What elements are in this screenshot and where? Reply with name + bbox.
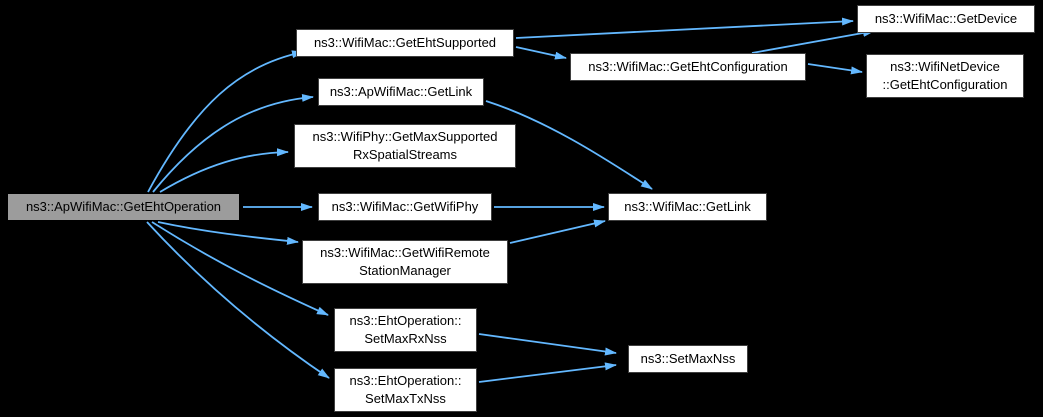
node-wifi-phy-get-max-supported-rx-spatial-streams[interactable]: ns3::WifiPhy::GetMaxSupported RxSpatialS… xyxy=(294,124,516,168)
edge-setMaxRxNss-to-setMaxNss xyxy=(478,333,617,356)
node-wifi-mac-get-eht-configuration[interactable]: ns3::WifiMac::GetEhtConfiguration xyxy=(570,53,806,81)
node-ap-wifi-mac-get-eht-operation[interactable]: ns3::ApWifiMac::GetEhtOperation xyxy=(7,193,240,221)
edge-getEhtOperation-to-getMaxSupportedRxSpatialStreams xyxy=(159,148,289,193)
node-eht-operation-set-max-rx-nss[interactable]: ns3::EhtOperation:: SetMaxRxNss xyxy=(334,308,477,352)
node-wifi-net-device-get-eht-configuration[interactable]: ns3::WifiNetDevice ::GetEhtConfiguration xyxy=(866,54,1024,98)
node-wifi-mac-get-wifi-remote-station-manager[interactable]: ns3::WifiMac::GetWifiRemote StationManag… xyxy=(302,240,508,284)
node-set-max-nss[interactable]: ns3::SetMaxNss xyxy=(628,345,748,373)
edge-setMaxTxNss-to-setMaxNss xyxy=(478,362,617,383)
edge-getWifiRemoteStationManager-to-wifiMacGetLink xyxy=(509,219,606,244)
node-wifi-mac-get-link[interactable]: ns3::WifiMac::GetLink xyxy=(608,193,767,221)
node-wifi-mac-get-device[interactable]: ns3::WifiMac::GetDevice xyxy=(857,5,1035,33)
node-wifi-mac-get-eht-supported[interactable]: ns3::WifiMac::GetEhtSupported xyxy=(296,29,514,57)
edge-getEhtOperation-to-getEhtSupported xyxy=(147,50,304,193)
edge-getEhtSupported-to-getEhtConfiguration xyxy=(515,46,567,60)
edge-getEhtConfiguration-to-netDeviceGetEhtConfiguration xyxy=(807,63,863,75)
edge-getEhtConfiguration-to-getDevice xyxy=(751,29,875,54)
edge-getEhtOperation-to-getWifiRemoteStationManager xyxy=(157,221,299,245)
edge-getEhtOperation-to-apGetLink xyxy=(152,93,314,193)
edge-getEhtSupported-to-getDevice xyxy=(515,17,854,39)
node-eht-operation-set-max-tx-nss[interactable]: ns3::EhtOperation:: SetMaxTxNss xyxy=(334,368,477,412)
node-wifi-mac-get-wifi-phy[interactable]: ns3::WifiMac::GetWifiPhy xyxy=(318,193,492,221)
node-ap-wifi-mac-get-link[interactable]: ns3::ApWifiMac::GetLink xyxy=(318,78,484,106)
